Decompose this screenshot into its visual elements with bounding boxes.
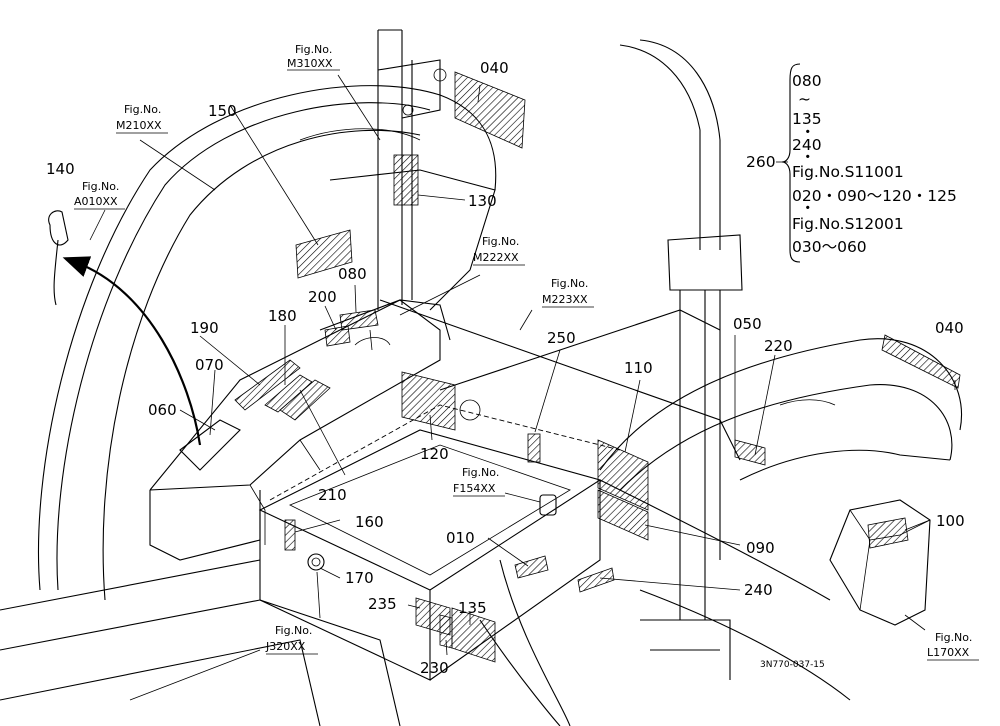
leader-lines (89, 74, 956, 656)
legend-dot-1: ・ (800, 123, 816, 141)
legend-dot-3: ・ (800, 199, 816, 217)
svg-text:Fig.No.: Fig.No. (82, 180, 119, 193)
decal-areas (234, 71, 961, 663)
legend-line-2: ~ (798, 90, 811, 108)
part-label-240: 240 (744, 581, 773, 599)
svg-text:M222XX: M222XX (473, 251, 519, 264)
part-label-060: 060 (148, 401, 177, 419)
part-label-170: 170 (345, 569, 374, 587)
part-label-100: 100 (936, 512, 965, 530)
part-label-260: 260 (746, 153, 776, 171)
legend-line-4: 240 (792, 136, 822, 154)
decal-110 (597, 439, 649, 511)
legend-line-6: 020・090～120・125 (792, 187, 957, 205)
part-label-235: 235 (368, 595, 397, 613)
svg-text:Fig.No.: Fig.No. (462, 466, 499, 479)
decal-230 (439, 614, 453, 649)
fig-ref-m210xx: Fig.No. M210XX (116, 103, 168, 134)
svg-text:L170XX: L170XX (927, 646, 970, 659)
part-label-250: 250 (547, 329, 576, 347)
decal-080 (339, 309, 379, 331)
decal-090 (597, 489, 649, 541)
part-label-200: 200 (308, 288, 337, 306)
legend-line-3: 135 (792, 110, 822, 128)
part-label-210: 210 (318, 486, 347, 504)
fig-ref-m223xx: Fig.No. M223XX (542, 277, 594, 308)
svg-text:Fig.No.: Fig.No. (275, 624, 312, 637)
bracket-legend: 260 080 ~ 135 ・ 240 ・ Fig.No.S11001 020・… (746, 63, 957, 263)
part-label-150: 150 (208, 102, 237, 120)
fig-references: Fig.No. M310XX Fig.No. M210XX Fig.No. A0… (74, 43, 979, 661)
fig-ref-j320xx: Fig.No. J320XX (265, 624, 318, 655)
svg-text:J320XX: J320XX (265, 640, 306, 653)
part-label-180: 180 (268, 307, 297, 325)
decal-250 (527, 433, 541, 463)
part-label-120: 120 (420, 445, 449, 463)
svg-text:M210XX: M210XX (116, 119, 162, 132)
svg-text:Fig.No.: Fig.No. (482, 235, 519, 248)
svg-text:A010XX: A010XX (74, 195, 118, 208)
part-label-160: 160 (355, 513, 384, 531)
fig-ref-m222xx: Fig.No. M222XX (473, 235, 525, 266)
fig-ref-f154xx: Fig.No. F154XX (453, 466, 505, 497)
fig-ref-l170xx: Fig.No. L170XX (927, 631, 979, 661)
decal-150 (295, 229, 353, 279)
svg-text:M310XX: M310XX (287, 57, 333, 70)
decal-190 (234, 359, 301, 411)
decal-040a (454, 71, 526, 149)
relocation-arrow (62, 256, 202, 446)
svg-text:Fig.No.: Fig.No. (935, 631, 972, 644)
fig-ref-a010xx: Fig.No. A010XX (74, 180, 125, 210)
decal-120 (401, 371, 456, 431)
decal-200 (324, 325, 351, 347)
fig-ref-m310xx: Fig.No. M310XX (287, 43, 340, 71)
decal-180 (264, 374, 313, 413)
legend-line-8: 030～060 (792, 238, 867, 256)
part-label-140: 140 (46, 160, 75, 178)
decal-220 (734, 439, 766, 466)
part-label-040a: 040 (480, 59, 509, 77)
part-label-230: 230 (420, 659, 449, 677)
part-label-090: 090 (746, 539, 775, 557)
legend-line-1: 080 (792, 72, 822, 90)
part-label-220: 220 (764, 337, 793, 355)
decal-010 (514, 555, 549, 579)
part-label-010: 010 (446, 529, 475, 547)
decal-040b (881, 334, 961, 389)
legend-line-5: Fig.No.S11001 (792, 163, 904, 181)
drawing-id: 3N770-037-15 (760, 660, 825, 670)
part-label-110: 110 (624, 359, 653, 377)
legend-line-7: Fig.No.S12001 (792, 215, 904, 233)
svg-text:Fig.No.: Fig.No. (551, 277, 588, 290)
svg-text:Fig.No.: Fig.No. (124, 103, 161, 116)
decal-130 (393, 154, 419, 206)
decal-160 (284, 519, 296, 551)
decal-100 (867, 517, 909, 549)
svg-text:F154XX: F154XX (453, 482, 496, 495)
part-label-070: 070 (195, 356, 224, 374)
part-label-135: 135 (458, 599, 487, 617)
part-label-190: 190 (190, 319, 219, 337)
part-label-130: 130 (468, 192, 497, 210)
part-label-040b: 040 (935, 319, 964, 337)
part-label-050: 050 (733, 315, 762, 333)
svg-text:Fig.No.: Fig.No. (295, 43, 332, 56)
part-labels: 040 150 140 130 080 200 190 180 070 060 … (46, 59, 965, 677)
legend-dot-2: ・ (800, 148, 816, 166)
svg-text:M223XX: M223XX (542, 293, 588, 306)
part-label-080: 080 (338, 265, 367, 283)
decal-240 (577, 567, 615, 593)
